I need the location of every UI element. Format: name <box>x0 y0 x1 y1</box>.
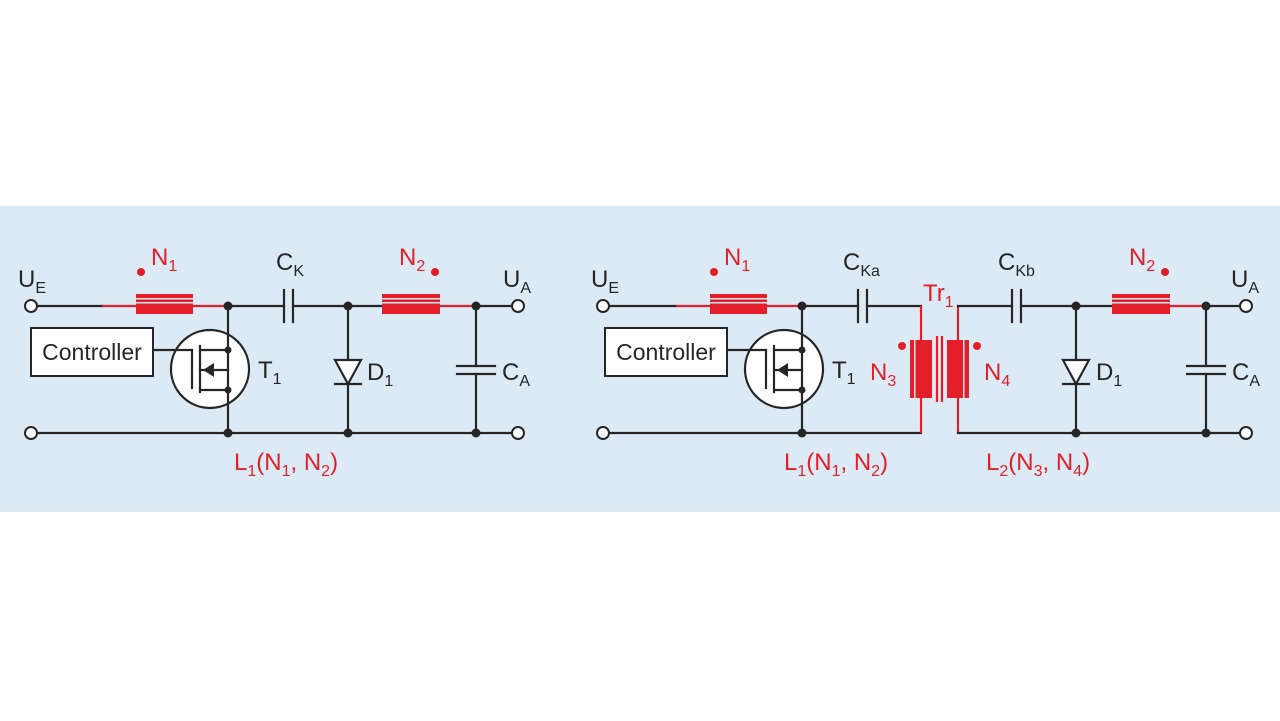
left-controller-block: Controller <box>30 327 154 377</box>
right-transformer-tr1 <box>898 336 981 402</box>
right-label-d1: D1 <box>1096 359 1122 390</box>
right-label-n3: N3 <box>870 359 896 390</box>
right-label-n4: N4 <box>984 359 1010 390</box>
right-label-cka: CKa <box>843 249 880 280</box>
left-input-terminal-bottom <box>24 426 38 440</box>
right-winding-n1 <box>710 268 767 314</box>
right-input-terminal-top <box>596 299 610 313</box>
right-capacitor-ca <box>1185 304 1227 435</box>
right-label-ua: UA <box>1231 266 1259 297</box>
right-output-terminal-bottom <box>1239 426 1253 440</box>
right-label-l1: L1(N1, N2) <box>784 449 888 480</box>
right-output-terminal-top <box>1239 299 1253 313</box>
left-label-t1: T1 <box>258 357 282 388</box>
right-n2-polarity-dot <box>1161 268 1169 276</box>
right-diode-d1 <box>1061 304 1091 435</box>
right-capacitor-cka <box>856 288 869 324</box>
left-winding-n1 <box>136 268 193 314</box>
right-winding-n4 <box>947 340 969 398</box>
right-winding-n2 <box>1112 268 1170 314</box>
left-n1-polarity-dot <box>137 268 145 276</box>
left-label-ca: CA <box>502 359 530 390</box>
left-winding-n2 <box>382 268 440 314</box>
right-controller-block: Controller <box>604 327 728 377</box>
right-circuit: Controller UE UA N1 <box>591 244 1260 480</box>
right-label-ue: UE <box>591 266 619 297</box>
left-label-ck: CK <box>276 249 304 280</box>
right-capacitor-ckb <box>1010 288 1023 324</box>
left-label-d1: D1 <box>367 359 393 390</box>
right-controller-label: Controller <box>616 339 716 365</box>
left-output-terminal-bottom <box>511 426 525 440</box>
left-label-l1: L1(N1, N2) <box>234 449 338 480</box>
left-diode-d1 <box>333 304 363 435</box>
right-label-t1: T1 <box>832 357 856 388</box>
right-n3-polarity-dot <box>898 342 906 350</box>
left-input-terminal-top <box>24 299 38 313</box>
right-input-terminal-bottom <box>596 426 610 440</box>
right-label-n1: N1 <box>724 244 750 275</box>
left-label-n1: N1 <box>151 244 177 275</box>
left-output-terminal-top <box>511 299 525 313</box>
right-label-ckb: CKb <box>998 249 1035 280</box>
left-label-ua: UA <box>503 266 531 297</box>
right-label-ca: CA <box>1232 359 1260 390</box>
left-n2-polarity-dot <box>431 268 439 276</box>
right-n4-polarity-dot <box>973 342 981 350</box>
right-label-tr1: Tr1 <box>923 280 954 311</box>
right-n1-polarity-dot <box>710 268 718 276</box>
right-winding-n3 <box>910 340 932 398</box>
left-capacitor-ck <box>282 288 295 324</box>
left-circuit: Controller UE UA N1 <box>18 244 531 480</box>
left-label-n2: N2 <box>399 244 425 275</box>
left-capacitor-ca <box>455 304 497 435</box>
right-label-l2: L2(N3, N4) <box>986 449 1090 480</box>
right-label-n2: N2 <box>1129 244 1155 275</box>
left-controller-label: Controller <box>42 339 142 365</box>
left-label-ue: UE <box>18 266 46 297</box>
